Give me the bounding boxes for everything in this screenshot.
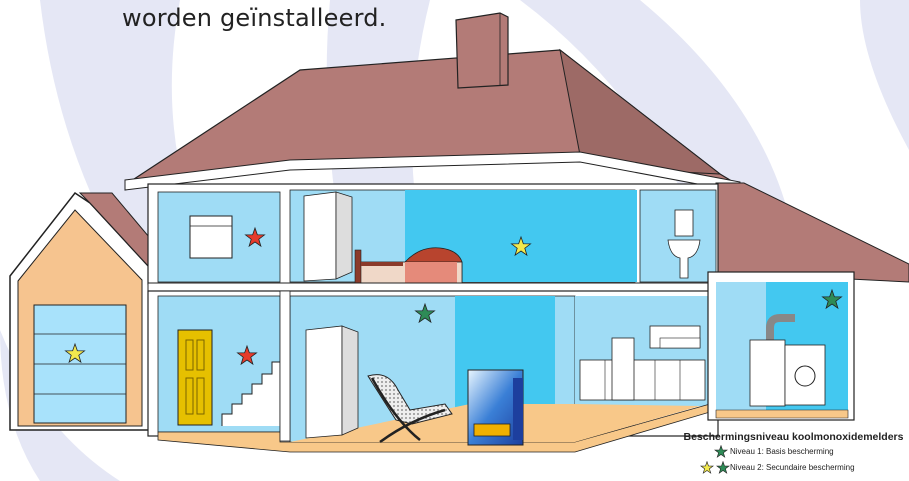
caption: worden geïnstalleerd.	[122, 4, 386, 32]
legend: Beschermingsniveau koolmonoxidemelders N…	[678, 431, 909, 475]
legend-label-level-1: Niveau 1: Basis bescherming	[730, 447, 834, 456]
washing-machine	[785, 345, 825, 405]
legend-row-level-2: Niveau 2: Secundaire bescherming	[678, 462, 909, 475]
upper-floor	[148, 184, 718, 284]
window	[190, 216, 232, 258]
star-yellow-icon	[700, 461, 714, 475]
side-roof	[708, 183, 909, 282]
star-green-icon	[714, 445, 728, 459]
front-door	[178, 330, 212, 425]
legend-title: Beschermingsniveau koolmonoxidemelders	[678, 431, 909, 443]
legend-label-level-2: Niveau 2: Secundaire bescherming	[730, 463, 855, 472]
garage	[10, 193, 160, 430]
stove	[468, 370, 523, 445]
legend-row-level-1: Niveau 1: Basis bescherming	[678, 446, 909, 459]
ground-floor	[148, 291, 718, 452]
star-green-icon	[716, 461, 730, 475]
